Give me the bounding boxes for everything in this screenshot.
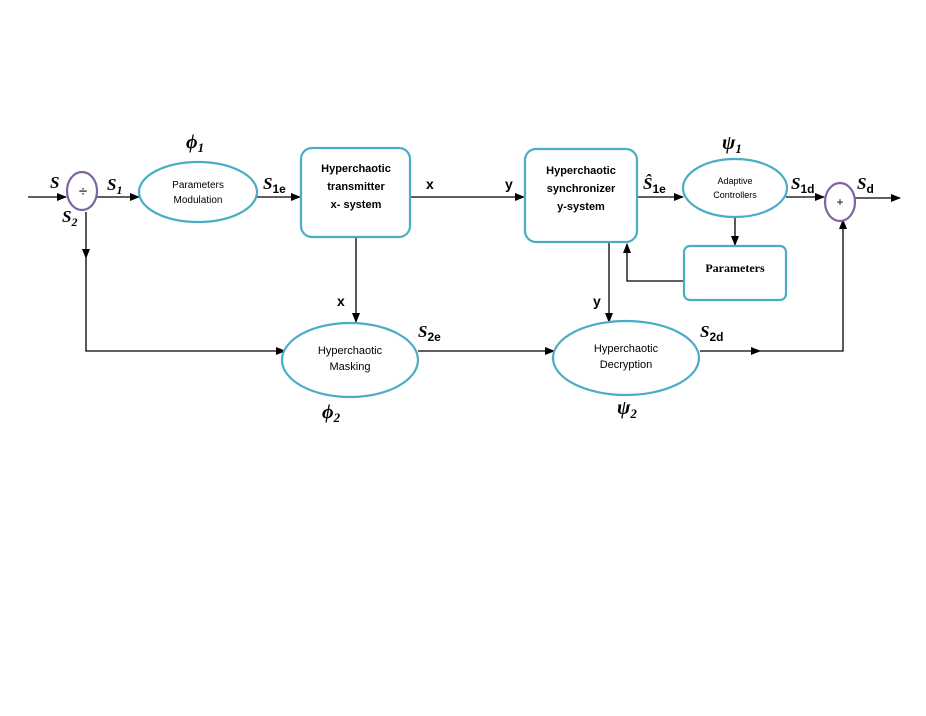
svg-text:Adaptive: Adaptive	[717, 176, 752, 186]
svg-text:÷: ÷	[79, 183, 87, 200]
svg-text:Controllers: Controllers	[713, 190, 757, 200]
wire-s2d-to-adder	[760, 219, 847, 352]
svg-text:+: +	[836, 195, 843, 209]
svg-text:transmitter: transmitter	[327, 181, 385, 193]
label-s: S	[50, 173, 59, 192]
label-s2d: S2d	[700, 322, 723, 344]
label-psi1: ψ1	[722, 132, 742, 156]
label-s1d: S1d	[791, 174, 814, 196]
hyperchaotic-decryption-node: Hyperchaotic Decryption	[551, 319, 701, 397]
svg-text:Decryption: Decryption	[600, 359, 653, 371]
label-x-top: x	[426, 176, 434, 192]
label-s1e-hat: Ŝ1e	[643, 174, 666, 196]
hyperchaotic-masking-node: Hyperchaotic Masking	[280, 321, 420, 399]
hyperchaotic-synchronizer-node: Hyperchaotic synchronizer y-system	[523, 147, 639, 244]
svg-text:Hyperchaotic: Hyperchaotic	[318, 345, 383, 357]
svg-text:Masking: Masking	[330, 361, 371, 373]
svg-text:y-system: y-system	[557, 201, 605, 213]
label-phi2: ϕ2	[322, 401, 341, 425]
label-psi2: ψ2	[617, 397, 637, 421]
svg-text:Hyperchaotic: Hyperchaotic	[321, 163, 391, 175]
label-s2: S2	[62, 207, 77, 229]
label-s1e: S1e	[263, 174, 286, 196]
svg-text:Hyperchaotic: Hyperchaotic	[546, 165, 616, 177]
signal-labels: S S1 S2 S1e x y Ŝ1e S1d Sd x y S2e S2d	[50, 131, 874, 425]
parameters-node: Parameters	[682, 244, 788, 302]
svg-text:Hyperchaotic: Hyperchaotic	[594, 343, 659, 355]
svg-text:Parameters: Parameters	[705, 261, 765, 275]
label-x-down: x	[337, 293, 345, 309]
label-y-top: y	[505, 176, 513, 192]
parameters-modulation-node: Parameters Modulation	[137, 160, 259, 224]
svg-text:synchronizer: synchronizer	[547, 183, 616, 195]
label-y-down: y	[593, 293, 601, 309]
adder-node: +	[823, 181, 857, 223]
divider-node: ÷	[65, 170, 99, 212]
wire-s2-to-masking	[85, 258, 286, 355]
label-s1: S1	[107, 175, 122, 197]
svg-text:x- system: x- system	[331, 199, 382, 211]
hyperchaotic-transmitter-node: Hyperchaotic transmitter x- system	[299, 146, 412, 239]
svg-text:Modulation: Modulation	[174, 195, 223, 206]
label-s2e: S2e	[418, 322, 441, 344]
label-phi1: ϕ1	[186, 131, 204, 155]
adaptive-controllers-node: Adaptive Controllers	[681, 157, 789, 219]
wires	[28, 193, 901, 355]
label-sd: Sd	[857, 174, 874, 196]
svg-text:Parameters: Parameters	[172, 180, 224, 191]
wire-parameters-to-synchronizer	[623, 243, 683, 282]
